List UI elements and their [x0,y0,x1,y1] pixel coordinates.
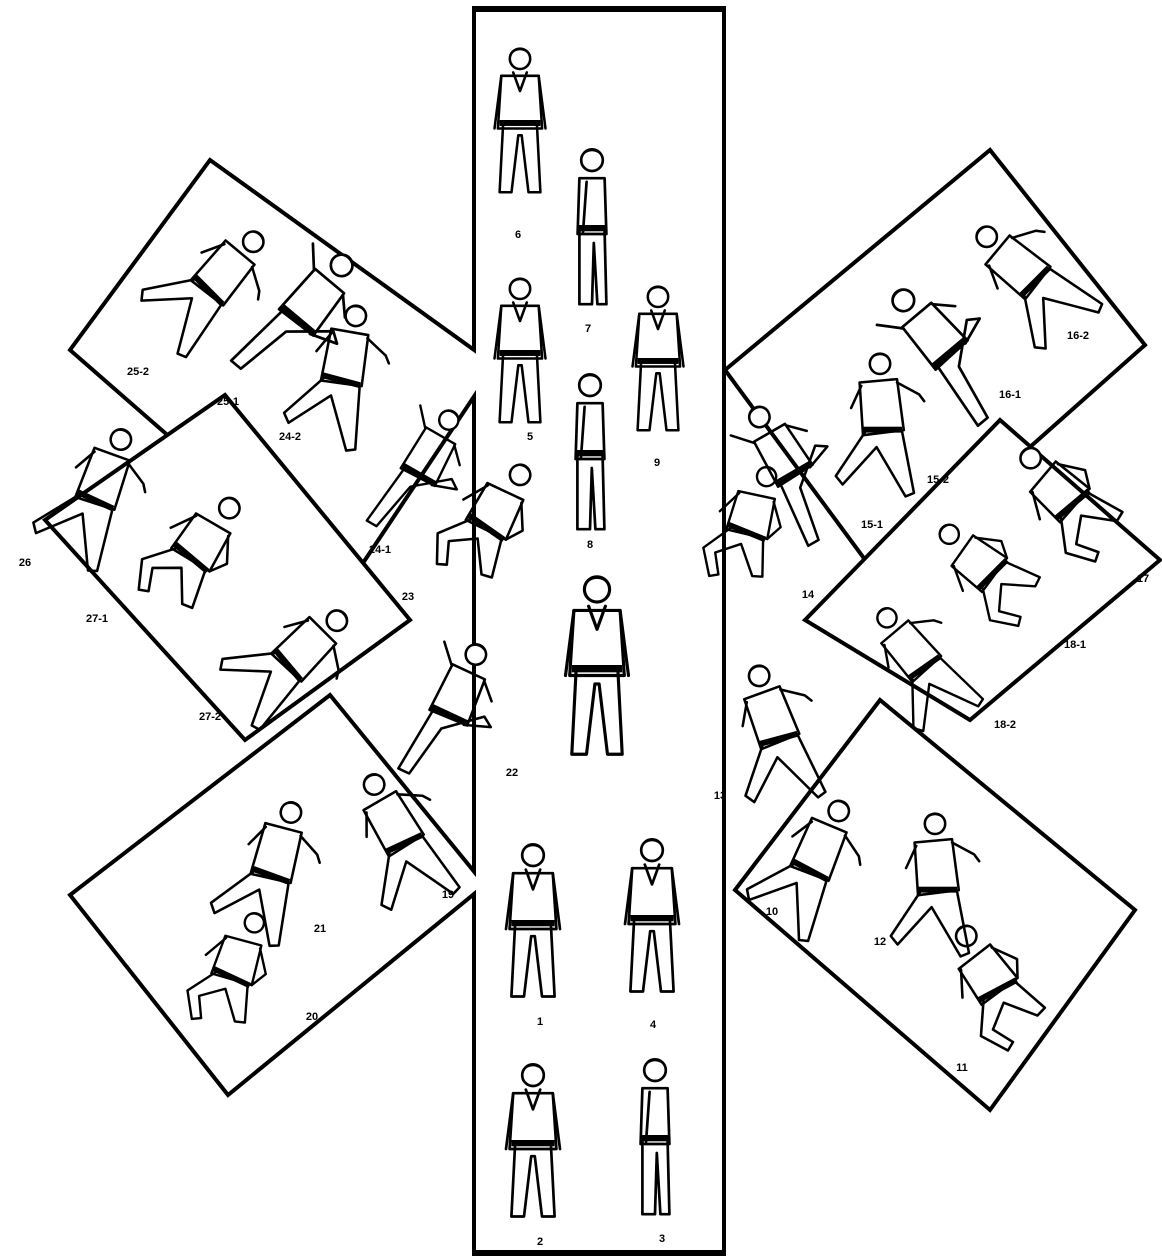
step-label-18-1: 18-1 [1064,639,1086,651]
step-label-12: 12 [874,936,886,948]
step-label-5: 5 [527,431,533,443]
step-label-26: 26 [19,557,31,569]
star-outline [45,8,1160,1254]
step-label-22: 22 [506,767,518,779]
arm-lower-right [735,700,1135,1110]
step-label-15-2: 15-2 [927,474,949,486]
step-label-8: 8 [587,539,593,551]
step-label-11: 11 [956,1062,968,1074]
step-label-13: 13 [714,790,726,802]
step-label-17: 17 [1137,573,1149,585]
step-label-4: 4 [650,1019,657,1031]
step-label-10: 10 [766,906,778,918]
step-label-3: 3 [659,1233,665,1245]
step-label-18-2: 18-2 [994,719,1016,731]
step-label-20: 20 [306,1011,318,1023]
step-label-24-1: 24-1 [369,544,391,556]
step-label-21: 21 [314,923,326,935]
step-label-2: 2 [537,1236,543,1248]
step-label-15-1: 15-1 [861,519,883,531]
step-label-9: 9 [654,457,660,469]
step-label-19: 19 [442,889,454,901]
step-label-23: 23 [402,591,414,603]
step-label-25-1: 25-1 [217,396,239,408]
step-label-16-2: 16-2 [1067,330,1089,342]
step-label-25-2: 25-2 [127,366,149,378]
step-label-1: 1 [537,1016,543,1028]
step-label-27-1: 27-1 [86,613,108,625]
step-label-24-2: 24-2 [279,431,301,443]
step-label-27-2: 27-2 [199,711,221,723]
step-label-6: 6 [515,229,521,241]
step-label-14: 14 [802,589,815,601]
step-label-16-1: 16-1 [999,389,1021,401]
step-label-7: 7 [585,323,591,335]
